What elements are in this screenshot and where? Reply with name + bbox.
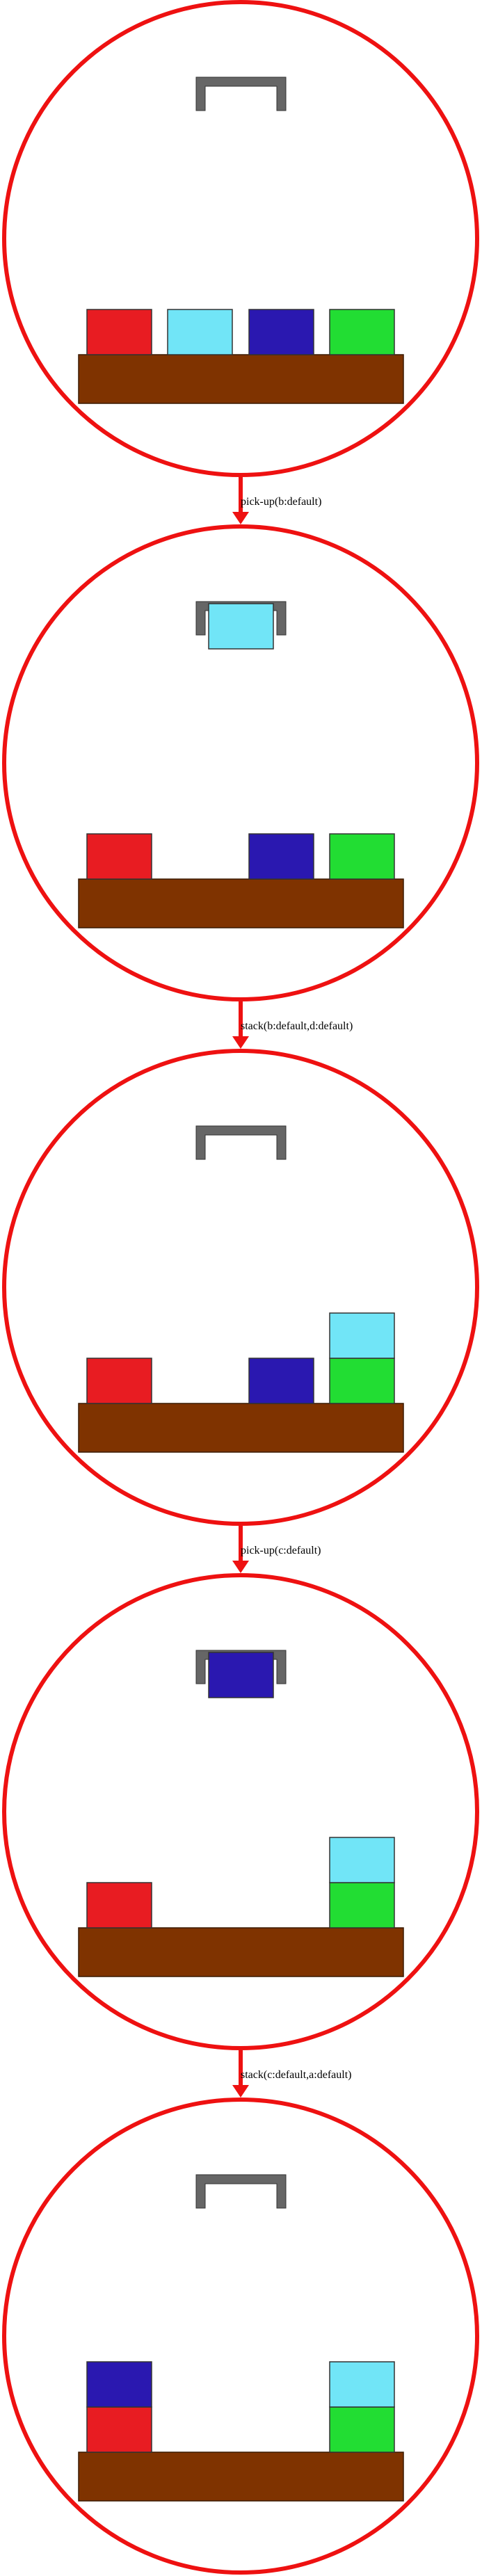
block-a — [86, 309, 152, 355]
block-d — [329, 833, 395, 880]
block-c — [86, 2361, 152, 2408]
block-a — [86, 2406, 152, 2453]
state-3 — [2, 1049, 479, 1526]
block-c — [248, 309, 314, 355]
block-b — [329, 1837, 395, 1883]
block-b — [329, 2361, 395, 2408]
gripper-icon — [195, 2174, 287, 2209]
held-block-b — [208, 603, 274, 650]
table — [78, 1927, 404, 1977]
block-d — [329, 2406, 395, 2453]
state-1 — [2, 0, 479, 477]
state-circle — [2, 0, 479, 477]
transition-label: pick-up(c:default) — [241, 1545, 321, 1556]
block-a — [86, 1358, 152, 1404]
state-2 — [2, 524, 479, 1001]
state-circle — [2, 524, 479, 1001]
arrow-head-icon — [232, 1561, 249, 1573]
state-circle — [2, 2098, 479, 2575]
transition-4: stack(c:default,a:default) — [232, 2050, 351, 2098]
state-5 — [2, 2098, 479, 2575]
gripper-icon — [195, 77, 287, 111]
block-a — [86, 833, 152, 880]
block-b — [167, 309, 233, 355]
transition-label: stack(b:default,d:default) — [241, 1020, 353, 1032]
transition-3: pick-up(c:default) — [232, 1526, 321, 1573]
block-a — [86, 1882, 152, 1929]
gripper-icon — [195, 1125, 287, 1160]
table — [78, 1403, 404, 1453]
block-d — [329, 1358, 395, 1404]
held-block-c — [208, 1652, 274, 1698]
block-d — [329, 1882, 395, 1929]
transition-1: pick-up(b:default) — [232, 477, 321, 524]
block-c — [248, 833, 314, 880]
arrow-head-icon — [232, 512, 249, 524]
block-b — [329, 1312, 395, 1359]
transition-2: stack(b:default,d:default) — [232, 1001, 353, 1049]
table — [78, 2452, 404, 2502]
arrow-head-icon — [232, 2085, 249, 2098]
state-circle — [2, 1573, 479, 2050]
table — [78, 354, 404, 404]
arrow-head-icon — [232, 1036, 249, 1049]
state-circle — [2, 1049, 479, 1526]
state-4 — [2, 1573, 479, 2050]
transition-label: stack(c:default,a:default) — [241, 2069, 351, 2081]
table — [78, 878, 404, 928]
transition-label: pick-up(b:default) — [241, 496, 321, 508]
block-c — [248, 1358, 314, 1404]
block-d — [329, 309, 395, 355]
